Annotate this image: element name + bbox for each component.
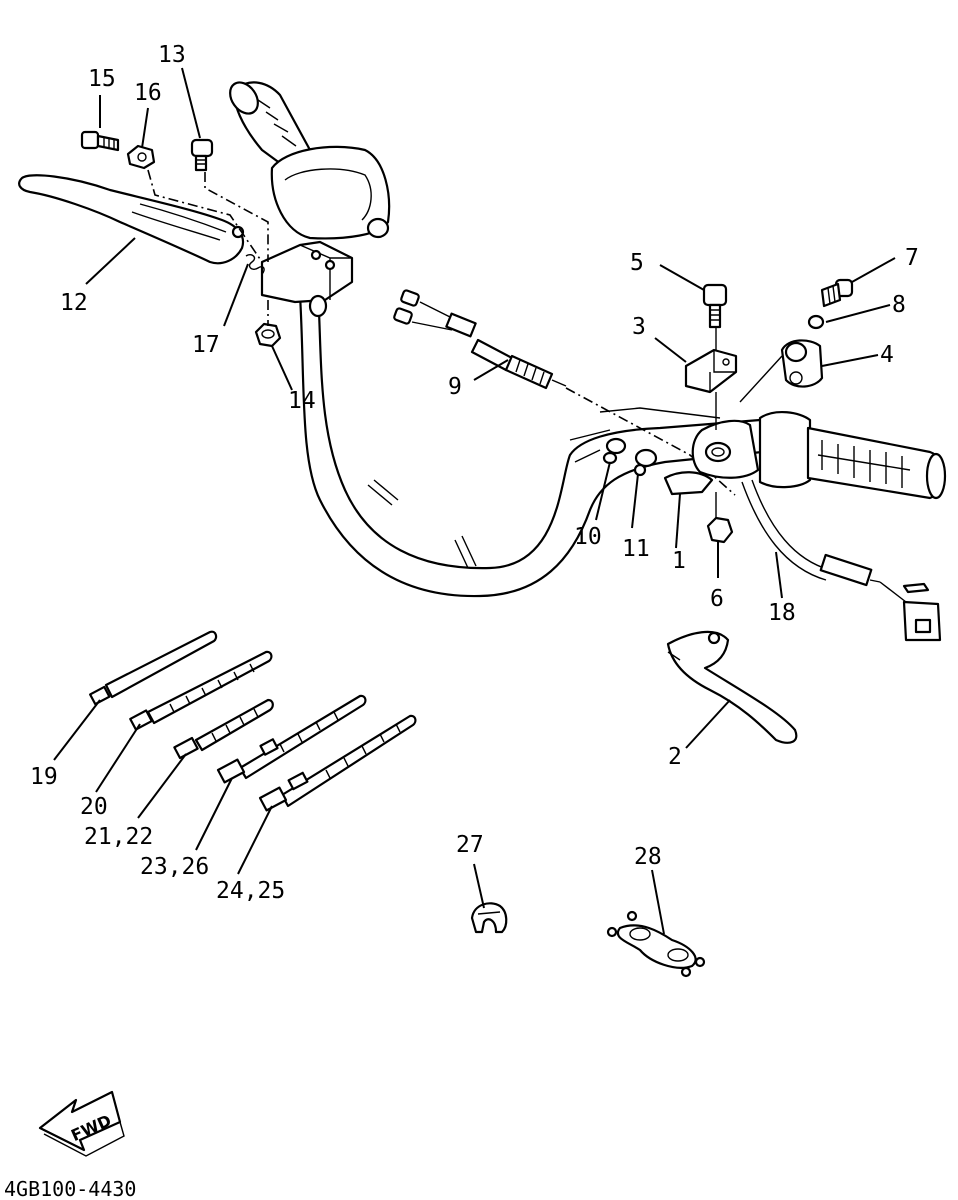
callout-labels: 15 16 13 12 17 14 5 3 7 8 4 9 10 11 1 6 …	[30, 42, 919, 904]
holder-28	[606, 910, 706, 978]
bolt-15	[80, 130, 120, 152]
nut-14	[254, 322, 282, 348]
cable-tie-20	[129, 650, 273, 731]
spring-17	[245, 253, 265, 275]
throttle-cable-9	[393, 289, 736, 496]
fwd-arrow-icon: FWD	[38, 1090, 125, 1157]
switch-3	[684, 348, 738, 394]
left-grip	[229, 81, 312, 174]
assembly-line	[204, 172, 269, 262]
bolt-13	[190, 138, 214, 172]
callout-6: 6	[710, 586, 724, 612]
cable-tie-24-25	[258, 714, 417, 812]
callout-3: 3	[632, 314, 646, 340]
figure-code: 4GB100-4430	[4, 1177, 136, 1200]
callout-9: 9	[448, 374, 462, 400]
callout-19: 19	[30, 764, 58, 790]
callout-17: 17	[192, 332, 220, 358]
callout-15: 15	[88, 66, 116, 92]
callout-5: 5	[630, 250, 644, 276]
callout-7: 7	[905, 245, 919, 271]
leader-lines	[53, 67, 896, 935]
handlebar	[298, 288, 764, 598]
callout-18: 18	[768, 600, 796, 626]
cable-tie-19	[89, 630, 218, 706]
callout-28: 28	[634, 844, 662, 870]
callout-8: 8	[892, 292, 906, 318]
callout-21-22: 21,22	[84, 824, 153, 850]
left-brake-lever	[18, 174, 245, 265]
callout-12: 12	[60, 290, 88, 316]
lever-holder	[260, 240, 354, 318]
left-switch-housing	[270, 145, 391, 240]
assembly-line	[147, 169, 263, 263]
holder-4	[780, 339, 824, 388]
clamp-27	[470, 902, 508, 934]
callout-10: 10	[574, 524, 602, 550]
callout-2: 2	[668, 744, 682, 770]
callout-16: 16	[134, 80, 162, 106]
callout-1: 1	[672, 548, 686, 574]
callout-11: 11	[622, 536, 650, 562]
right-throttle-housing	[663, 419, 760, 496]
right-grip	[758, 411, 947, 500]
clip-8	[807, 314, 825, 330]
screw-7	[820, 278, 854, 308]
callout-24-25: 24,25	[216, 878, 285, 904]
nut-6	[706, 516, 734, 544]
right-lever-2	[666, 630, 798, 744]
nut-16	[126, 144, 156, 170]
callout-20: 20	[80, 794, 108, 820]
callout-27: 27	[456, 832, 484, 858]
callout-23-26: 23,26	[140, 854, 209, 880]
callout-4: 4	[880, 342, 894, 368]
screw-5	[702, 283, 728, 329]
adjuster-11	[633, 448, 658, 477]
callout-13: 13	[158, 42, 186, 68]
leader-line	[739, 355, 783, 403]
callout-14: 14	[288, 388, 316, 414]
cable-tie-23-26	[216, 694, 367, 784]
cable-tie-21-22	[173, 698, 274, 760]
wire-18	[741, 479, 942, 642]
